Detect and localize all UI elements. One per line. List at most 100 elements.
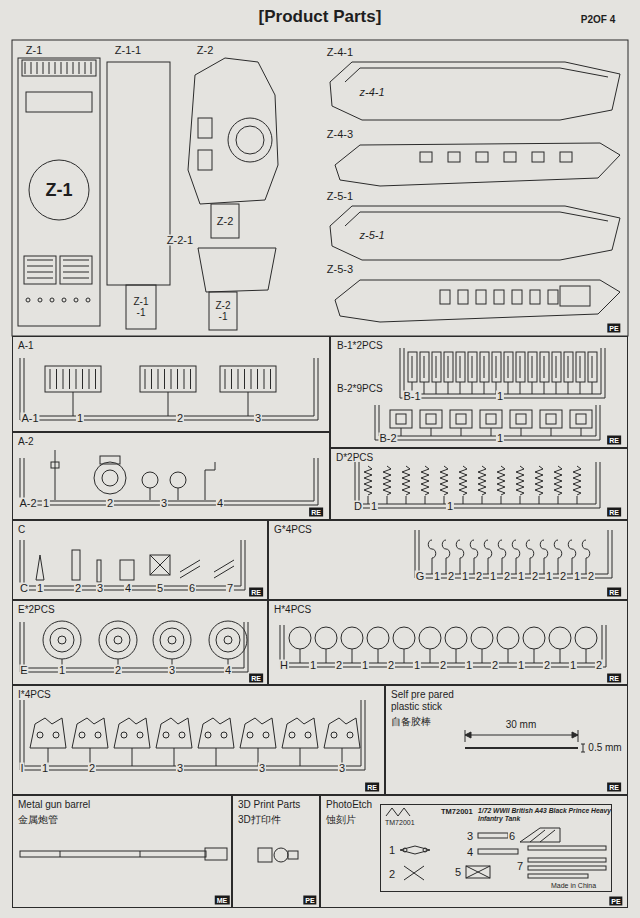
part-number: 1 <box>446 501 454 512</box>
line-art <box>107 62 170 285</box>
line-art <box>508 649 509 663</box>
line-art <box>549 627 571 649</box>
line-art <box>460 382 461 394</box>
part-number: 6 <box>508 831 516 842</box>
line-art <box>450 410 472 428</box>
line-art <box>577 496 578 504</box>
parts-panel: Metal gun barrel金属炮管 <box>12 795 232 908</box>
line-art <box>18 58 100 326</box>
line-art <box>137 732 143 738</box>
line-art <box>572 732 578 738</box>
panel-heading: 蚀刻片 <box>321 811 387 826</box>
line-art <box>345 212 608 226</box>
line-art <box>324 718 360 748</box>
panel-heading: 1/72 WWII British A43 Black Prince Heavy… <box>478 807 611 823</box>
part-number: 1 <box>569 660 577 671</box>
line-art <box>476 152 488 162</box>
line-art <box>396 414 406 424</box>
line-art <box>258 848 272 862</box>
line-art <box>156 718 192 748</box>
line-art <box>412 356 413 378</box>
panel-heading: E*2PCS <box>13 601 60 616</box>
part-number: 7 <box>226 583 234 594</box>
line-art <box>528 352 537 382</box>
line-art <box>386 808 410 816</box>
line-art <box>576 414 586 424</box>
line-art <box>174 748 175 766</box>
line-art <box>335 143 620 186</box>
line-art <box>406 496 407 504</box>
line-art <box>63 278 89 279</box>
part-number: 1 <box>465 660 473 671</box>
line-art <box>20 851 206 857</box>
line-art <box>184 369 185 389</box>
line-art <box>27 260 53 261</box>
line-art <box>440 290 450 304</box>
line-art <box>231 369 232 389</box>
line-art <box>27 278 53 279</box>
page-number: P2OF 4 <box>580 15 616 25</box>
line-art <box>82 369 83 389</box>
line-art <box>270 369 271 389</box>
line-art <box>220 366 276 392</box>
line-art <box>94 462 126 494</box>
line-art <box>55 62 56 74</box>
line-art <box>20 622 248 672</box>
part-number: Z-1-1 <box>114 45 142 56</box>
material-badge: RE <box>249 674 263 683</box>
line-art <box>153 621 191 659</box>
panel-heading: 3D打印件 <box>233 811 286 826</box>
line-art <box>423 848 427 852</box>
line-art <box>444 496 445 504</box>
line-art <box>221 732 227 738</box>
part-number: Z-2-1 <box>166 235 194 246</box>
line-art <box>72 550 80 580</box>
material-badge: RE <box>607 674 621 683</box>
line-art <box>164 369 165 389</box>
line-art <box>544 382 545 394</box>
line-art <box>568 356 569 378</box>
line-art <box>67 62 68 74</box>
line-art <box>60 256 92 284</box>
line-art <box>190 369 191 389</box>
line-art <box>209 621 247 659</box>
part-number: 1 <box>496 391 504 402</box>
line-art <box>393 627 415 649</box>
line-art <box>62 298 66 302</box>
material-badge: PE <box>609 897 622 906</box>
part-number: A-1 <box>20 413 39 424</box>
line-art <box>504 352 513 382</box>
part-number: B-2 <box>378 433 397 444</box>
part-number: 2 <box>543 660 551 671</box>
line-art <box>132 748 133 766</box>
line-art <box>436 382 437 394</box>
part-number: Z-1 <box>25 45 44 56</box>
line-art <box>379 405 596 436</box>
line-art <box>401 428 402 436</box>
line-art <box>251 369 252 389</box>
line-art <box>198 718 234 748</box>
line-art <box>532 382 533 394</box>
material-badge: RE <box>607 508 621 517</box>
line-art <box>471 627 493 649</box>
part-number: 3 <box>176 763 184 774</box>
line-art <box>544 356 545 378</box>
line-art <box>583 744 584 752</box>
line-art <box>573 466 581 495</box>
line-art <box>63 266 89 267</box>
part-number: 2 <box>491 660 499 671</box>
line-art <box>263 732 269 738</box>
line-art <box>368 496 369 504</box>
line-art <box>403 848 407 852</box>
line-art <box>58 636 66 644</box>
line-art <box>240 718 276 748</box>
line-art <box>492 352 501 382</box>
line-art <box>29 160 89 220</box>
part-number: 1 <box>545 571 553 582</box>
line-art <box>580 382 581 394</box>
line-art <box>345 68 608 82</box>
line-art <box>211 204 239 238</box>
line-art <box>209 292 237 330</box>
line-art <box>341 627 363 649</box>
material-badge: RE <box>607 588 621 597</box>
